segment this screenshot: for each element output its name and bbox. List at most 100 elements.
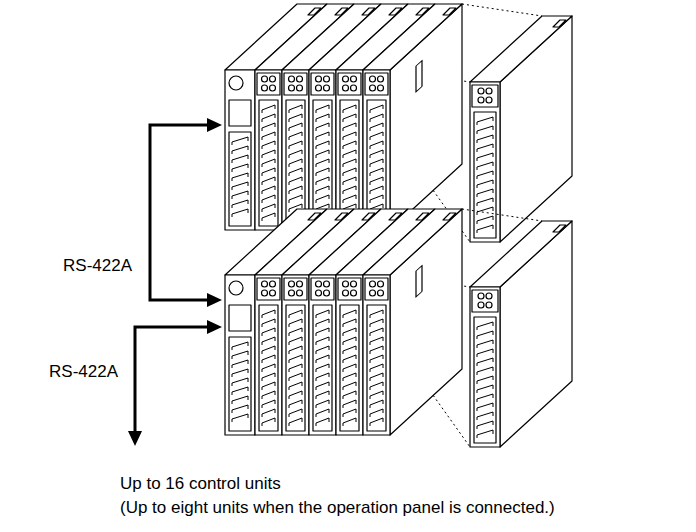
terminal-screw [232, 137, 248, 142]
terminal-screw [316, 382, 329, 387]
top-face [363, 209, 462, 275]
terminal-screw [316, 132, 329, 137]
terminal-screw [262, 409, 275, 414]
terminal-screw [289, 382, 302, 387]
terminal-screw [370, 164, 371, 167]
terminal-screw [343, 155, 344, 158]
terminal-screw [289, 168, 302, 173]
led [370, 290, 376, 296]
terminal-screw [262, 396, 263, 399]
led [324, 85, 330, 91]
terminal-screw [316, 342, 317, 345]
terminal-screw [289, 396, 290, 399]
terminal-screw [316, 391, 329, 396]
terminal-screw [370, 369, 371, 372]
terminal-screw [343, 355, 356, 360]
led [351, 290, 357, 296]
terminal-screw [262, 186, 275, 191]
terminal-screw [289, 164, 290, 167]
terminal-screw [316, 315, 317, 318]
led [343, 76, 349, 82]
terminal-screw [289, 132, 302, 137]
terminal-screw [232, 356, 233, 359]
terminal-screw [343, 400, 356, 405]
terminal-screw [477, 376, 493, 381]
terminal-screw [343, 137, 344, 140]
terminal-screw [232, 401, 233, 404]
terminal-screw [316, 114, 329, 119]
top-face [363, 4, 462, 70]
terminal-block [229, 132, 251, 226]
led [486, 97, 492, 103]
terminal-screw [343, 319, 356, 324]
terminal-screw [232, 419, 233, 422]
terminal-screw [262, 315, 263, 318]
terminal-screw [289, 191, 290, 194]
led [297, 85, 303, 91]
terminal-screw [477, 207, 493, 212]
terminal-screw [370, 155, 371, 158]
terminal-screw [316, 141, 329, 146]
terminal-screw [262, 333, 263, 336]
terminal-screw [477, 435, 478, 438]
terminal-screw [370, 355, 383, 360]
terminal-screw [477, 399, 478, 402]
display-window [365, 278, 388, 300]
led [270, 281, 276, 287]
terminal-screw [262, 387, 263, 390]
terminal-screw [289, 418, 302, 423]
terminal-screw [477, 322, 493, 327]
led [289, 85, 295, 91]
terminal-screw [262, 324, 263, 327]
terminal-screw [343, 132, 356, 137]
module-front [255, 275, 282, 435]
terminal-screw [316, 191, 317, 194]
terminal-screw [262, 195, 275, 200]
led [351, 76, 357, 82]
terminal-screw [316, 346, 329, 351]
terminal-screw [316, 173, 317, 176]
terminal-screw [316, 351, 317, 354]
display-window [472, 85, 498, 107]
terminal-screw [316, 128, 317, 131]
terminal-screw [289, 351, 290, 354]
terminal-screw [262, 110, 263, 113]
terminal-screw [370, 342, 371, 345]
terminal-screw [289, 177, 302, 182]
terminal-screw [316, 418, 329, 423]
control-unit [225, 4, 572, 242]
terminal-screw [477, 117, 493, 122]
terminal-screw [477, 349, 493, 354]
terminal-screw [262, 328, 275, 333]
terminal-screw [289, 310, 302, 315]
terminal-screw [477, 140, 478, 143]
terminal-block [474, 112, 496, 238]
terminal-screw [289, 328, 302, 333]
terminal-screw [262, 373, 275, 378]
module-front [309, 275, 336, 435]
led [270, 85, 276, 91]
terminal-screw [316, 396, 317, 399]
terminal-screw [477, 180, 493, 185]
terminal-screw [262, 177, 275, 182]
terminal-screw [289, 150, 302, 155]
terminal-screw [232, 146, 248, 151]
led [316, 76, 322, 82]
terminal-screw [477, 421, 493, 426]
terminal-screw [289, 405, 290, 408]
terminal-screw [370, 119, 371, 122]
terminal-screw [262, 137, 263, 140]
display-window [472, 290, 498, 312]
end-front [470, 82, 500, 242]
terminal-screw [477, 381, 478, 384]
led [486, 302, 492, 308]
terminal-screw [343, 182, 344, 185]
terminal-block [259, 100, 278, 226]
terminal-screw [370, 173, 371, 176]
terminal-screw [477, 225, 493, 230]
module-front [255, 70, 282, 230]
arrowhead [207, 118, 222, 132]
display-window [338, 73, 361, 95]
terminal-screw [232, 155, 248, 160]
terminal-screw [477, 203, 478, 206]
